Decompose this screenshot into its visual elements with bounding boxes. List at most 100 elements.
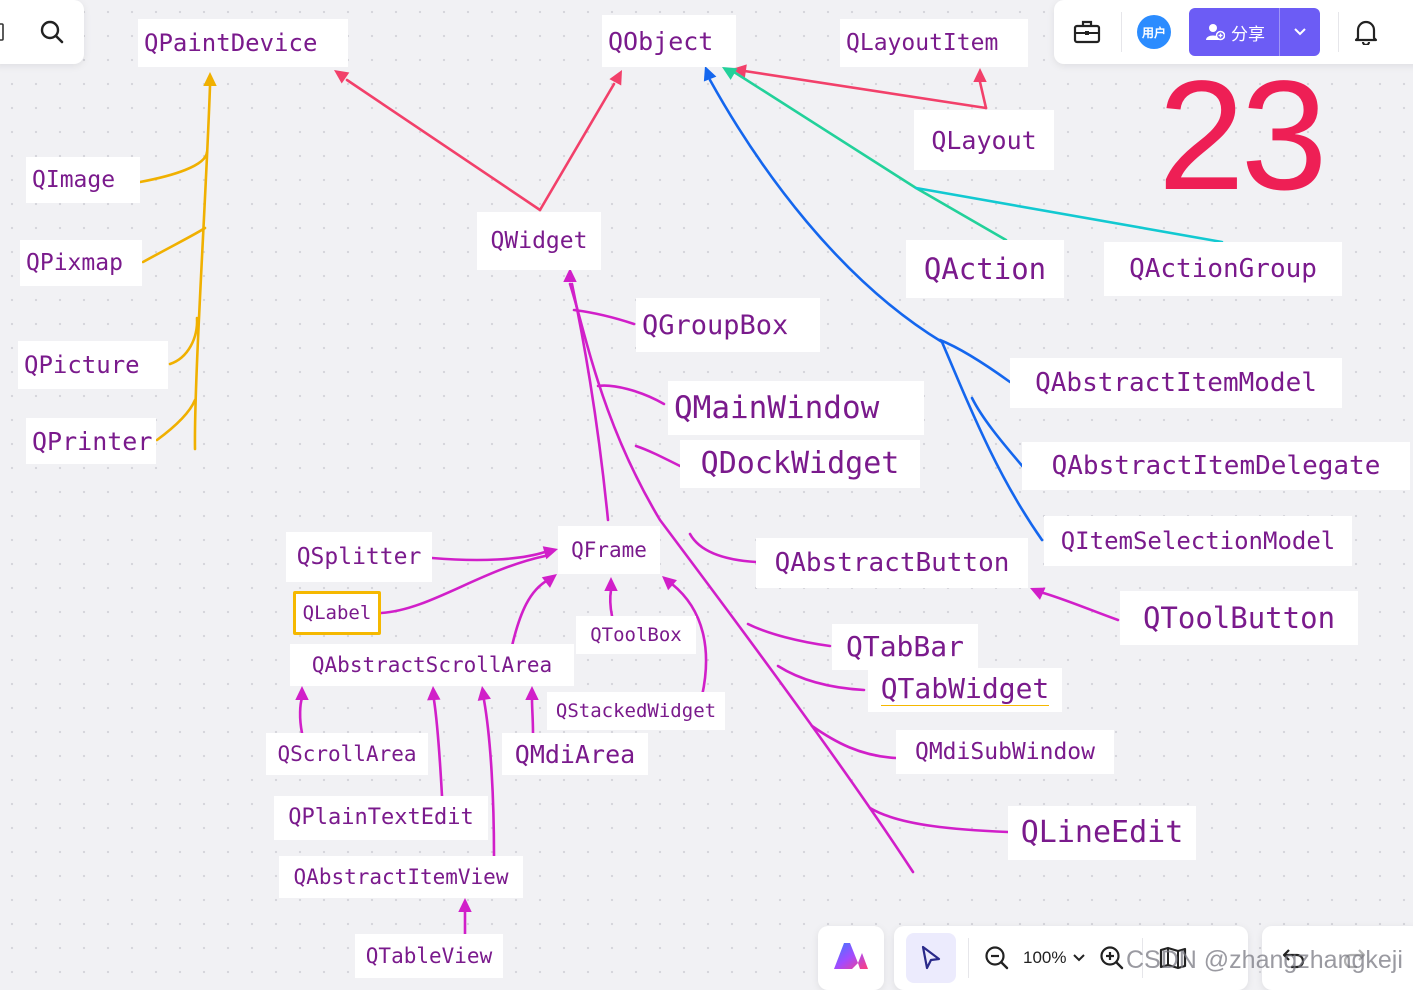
big-number-annotation[interactable]: 23: [1158, 49, 1328, 223]
edge-qlayout-qobject: [736, 68, 988, 110]
node-qobject[interactable]: QObject: [602, 15, 736, 67]
share-button[interactable]: 分享: [1189, 8, 1320, 56]
node-qlayoutitem[interactable]: QLayoutItem: [840, 19, 1028, 67]
cursor-icon: [921, 945, 941, 970]
node-qmdiarea[interactable]: QMdiArea: [502, 733, 648, 775]
edge-qsplitter: [430, 550, 547, 562]
node-qabstractitemdelegate[interactable]: QAbstractItemDelegate: [1022, 442, 1410, 490]
edge-qdockwidget: [634, 444, 682, 468]
arrowhead-scroll-2: [427, 686, 441, 701]
node-label: QPixmap: [26, 249, 123, 276]
panel-edge-icon[interactable]: [0, 12, 4, 52]
node-qtoolbutton[interactable]: QToolButton: [1120, 591, 1358, 645]
arrowhead-model-qobject: [703, 66, 717, 82]
node-label: QFrame: [571, 537, 647, 562]
arrowhead-qwidget-qpaintdevice: [334, 70, 350, 84]
share-main-button[interactable]: 分享: [1189, 8, 1279, 56]
node-qlineedit[interactable]: QLineEdit: [1008, 806, 1196, 860]
arrowhead-scroll-4: [525, 686, 539, 700]
node-label: QAction: [923, 251, 1047, 286]
logo-icon[interactable]: [832, 941, 870, 976]
arrowhead-qwidget: [563, 268, 577, 282]
zoom-level-dropdown[interactable]: 100%: [1017, 948, 1092, 968]
node-qabstractitemmodel[interactable]: QAbstractItemModel: [1010, 358, 1342, 408]
edge-qimage: [138, 150, 209, 184]
node-qaction[interactable]: QAction: [906, 240, 1064, 298]
bell-icon[interactable]: [1346, 12, 1386, 52]
arrowhead-qframe-toolbox: [604, 577, 618, 591]
node-qplaintextedit[interactable]: QPlainTextEdit: [274, 796, 488, 840]
node-label: QTableView: [365, 943, 493, 968]
node-qactiongroup[interactable]: QActionGroup: [1104, 242, 1342, 296]
node-label: QPaintDevice: [144, 29, 318, 57]
edge-qlineedit: [868, 806, 1010, 834]
top-left-toolbar: [0, 0, 84, 64]
node-qsplitter[interactable]: QSplitter: [286, 532, 432, 582]
node-qabstractscrollarea[interactable]: QAbstractScrollArea: [290, 644, 574, 686]
arrowhead-qlayout-qlayoutitem: [973, 68, 987, 82]
zoom-in-icon[interactable]: [1092, 938, 1132, 978]
node-qwidget[interactable]: QWidget: [477, 212, 601, 270]
toolbox-icon[interactable]: [1067, 12, 1107, 52]
redo-icon[interactable]: [1334, 938, 1374, 978]
node-qtoolbox[interactable]: QToolBox: [576, 616, 696, 654]
map-icon[interactable]: [1153, 938, 1193, 978]
node-qpicture[interactable]: QPicture: [18, 341, 168, 389]
edge-qtabbar: [746, 622, 832, 648]
search-icon[interactable]: [32, 12, 72, 52]
share-label: 分享: [1231, 24, 1265, 44]
arrowhead-itemview: [458, 898, 472, 912]
node-label: QMdiArea: [514, 739, 636, 769]
node-qlabel[interactable]: QLabel: [293, 591, 381, 635]
node-qpixmap[interactable]: QPixmap: [20, 240, 142, 286]
zoom-out-icon[interactable]: [977, 938, 1017, 978]
edge-qwidget-qpaintdevice: [345, 78, 542, 212]
node-label: QPrinter: [32, 426, 153, 456]
edge-qabstractitemdelegate: [970, 396, 1026, 470]
node-qmdisubwindow[interactable]: QMdiSubWindow: [896, 730, 1114, 774]
node-label: QPlainTextEdit: [288, 805, 474, 830]
node-qabstractbutton[interactable]: QAbstractButton: [756, 538, 1028, 588]
node-qmainwindow[interactable]: QMainWindow: [668, 381, 924, 435]
edge-qmdiarea: [530, 698, 535, 735]
node-label: QTabBar: [845, 630, 964, 663]
node-qimage[interactable]: QImage: [26, 157, 140, 203]
node-label: QDockWidget: [700, 446, 900, 481]
node-qlayout[interactable]: QLayout: [914, 110, 1054, 170]
edge-qpixmap: [141, 226, 207, 264]
cursor-tool[interactable]: [906, 933, 956, 983]
arrowhead-qpaintdevice: [203, 72, 217, 86]
arrowhead-qframe-left: [542, 546, 558, 560]
top-right-toolbar: 用户 分享: [1054, 0, 1413, 64]
edge-qabstractbutton: [688, 532, 758, 564]
edge-qabstractitemmodel: [938, 338, 1012, 384]
node-qdockwidget[interactable]: QDockWidget: [680, 440, 920, 488]
node-qpaintdevice[interactable]: QPaintDevice: [138, 19, 348, 67]
node-qabstractitemview[interactable]: QAbstractItemView: [279, 856, 523, 898]
node-qtableview[interactable]: QTableView: [355, 934, 503, 978]
node-qtabbar[interactable]: QTabBar: [832, 624, 978, 670]
edge-qscrollarea: [298, 696, 304, 735]
node-label: QWidget: [490, 227, 588, 254]
avatar[interactable]: 用户: [1137, 15, 1171, 49]
share-dropdown-button[interactable]: [1279, 8, 1320, 56]
arrowhead-qaction-qobject: [722, 67, 738, 80]
node-label: QSplitter: [296, 543, 422, 570]
toolbar-divider: [1338, 12, 1339, 52]
bottom-tools-panel: 100%: [894, 926, 1248, 990]
edge-qgroupbox: [572, 308, 636, 326]
arrowhead-scroll-3: [477, 686, 491, 701]
node-qstackedwidget[interactable]: QStackedWidget: [547, 692, 725, 730]
edge-qtoolbox: [609, 588, 614, 618]
node-qscrollarea[interactable]: QScrollArea: [266, 733, 428, 775]
edge-qtoolbutton: [1038, 590, 1120, 622]
node-qtabwidget[interactable]: QTabWidget: [868, 668, 1062, 712]
node-label: QObject: [608, 26, 714, 56]
node-qprinter[interactable]: QPrinter: [26, 418, 156, 464]
node-label: QItemSelectionModel: [1060, 527, 1336, 555]
node-qitemselectionmodel[interactable]: QItemSelectionModel: [1044, 516, 1352, 566]
node-qframe[interactable]: QFrame: [558, 526, 660, 574]
node-qgroupbox[interactable]: QGroupBox: [636, 298, 820, 352]
undo-icon[interactable]: [1274, 938, 1314, 978]
